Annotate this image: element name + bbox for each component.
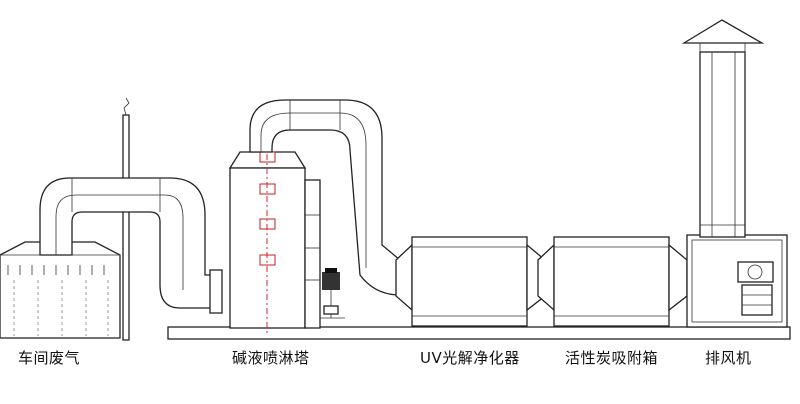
chimney (681, 19, 765, 238)
base-platform (167, 326, 791, 340)
label-scrubber: 碱液喷淋塔 (232, 349, 310, 367)
pump (320, 268, 345, 319)
duct-workshop-to-scrubber (39, 177, 223, 314)
carbon-box (537, 236, 688, 327)
duct-scrubber-to-uv (249, 99, 401, 296)
label-exhaust-fan: 排风机 (705, 349, 752, 367)
exhaust-arrows (7, 265, 105, 275)
workshop-building (0, 241, 121, 339)
scrubber-tower (228, 140, 345, 335)
fan-housing (686, 234, 788, 328)
pole (122, 97, 130, 341)
uv-purifier (395, 236, 546, 327)
label-uv-purifier: UV光解净化器 (420, 349, 520, 367)
label-carbon-box: 活性炭吸附箱 (565, 349, 659, 367)
label-workshop-exhaust: 车间废气 (18, 349, 81, 367)
